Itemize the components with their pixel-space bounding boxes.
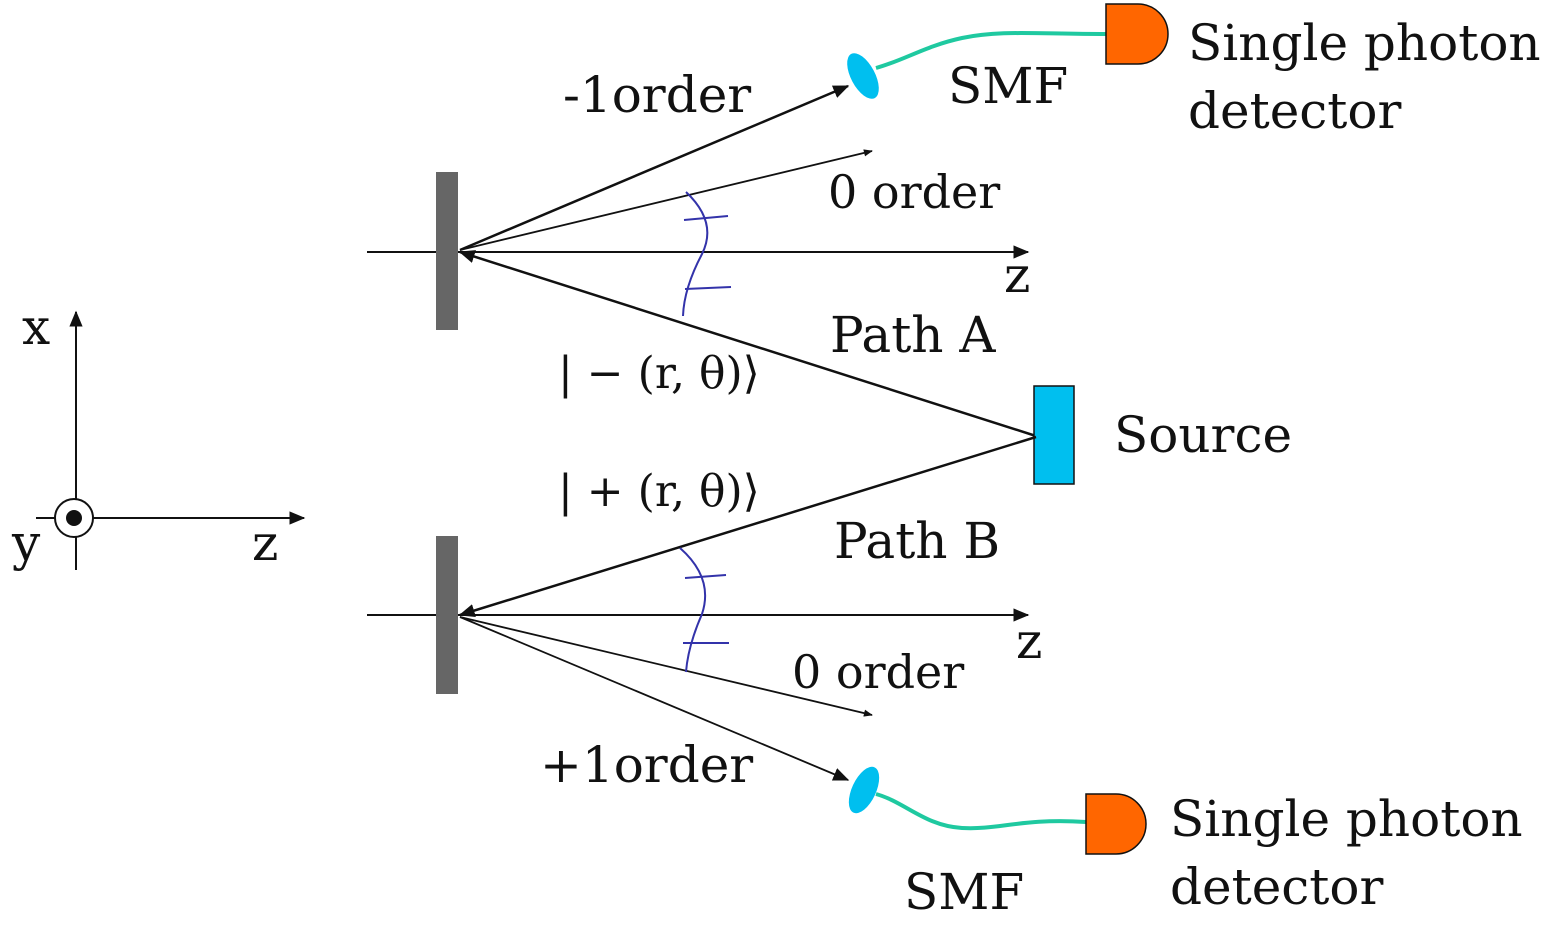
path-a-label: Path A: [830, 306, 996, 364]
minus-one-order-label: -1order: [563, 66, 751, 124]
bottom-zero-order-label: 0 order: [792, 645, 964, 699]
top-detector-label-line2: detector: [1188, 82, 1401, 140]
coordinate-z-label: z: [252, 514, 278, 572]
top-grating: [436, 172, 458, 330]
top-z-axis-label: z: [1004, 246, 1030, 304]
top-single-mode-fiber: [875, 31, 1107, 70]
bottom-detector-label-line2: detector: [1170, 858, 1383, 916]
coordinate-y-label: y: [11, 514, 41, 572]
top-smf-label: SMF: [948, 57, 1068, 115]
minus-state-label: | − (r, θ)⟩: [558, 348, 760, 399]
path-a-beam: [458, 250, 1037, 438]
path-b-label: Path B: [834, 512, 1000, 570]
bottom-single-mode-fiber: [875, 792, 1087, 831]
top-detector-icon: [1105, 3, 1169, 65]
coordinate-x-label: x: [22, 298, 50, 356]
plus-one-order-label: +1order: [540, 736, 753, 794]
bottom-plus-one-order-beam: [459, 616, 850, 781]
bottom-fiber-coupler-lens: [848, 766, 880, 814]
bottom-grating: [436, 536, 458, 694]
source-label: Source: [1114, 406, 1292, 464]
bottom-detector-icon: [1085, 793, 1147, 855]
top-zero-order-beam: [459, 149, 873, 251]
top-minus-one-order-beam: [459, 84, 850, 252]
top-zero-order-label: 0 order: [828, 165, 1000, 219]
top-angle-arcs: [682, 191, 732, 317]
top-fiber-coupler-lens: [847, 53, 879, 99]
top-detector-label-line1: Single photon: [1188, 14, 1541, 72]
y-axis-dot-icon: [66, 510, 82, 526]
path-b-beam: [458, 435, 1037, 618]
bottom-detector-label-line1: Single photon: [1170, 790, 1523, 848]
plus-state-label: | + (r, θ)⟩: [558, 466, 760, 517]
bottom-angle-arcs: [679, 547, 729, 673]
bottom-z-axis-label: z: [1016, 612, 1042, 670]
bottom-zero-order-beam: [459, 616, 873, 717]
source-block: [1033, 385, 1075, 485]
bottom-smf-label: SMF: [904, 863, 1024, 921]
